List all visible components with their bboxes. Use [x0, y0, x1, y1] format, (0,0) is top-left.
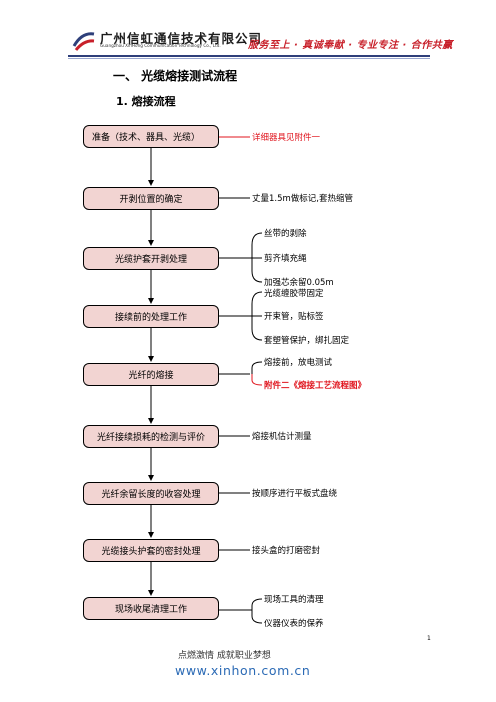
note-pre-1: 光缆缠胶带固定: [264, 289, 324, 299]
flow-step-enclosure-seal: 光缆接头护套的密封处理: [83, 539, 219, 562]
flow-step-cleanup: 现场收尾清理工作: [83, 597, 219, 620]
flow-step-strip-position: 开剥位置的确定: [83, 187, 219, 210]
section-subheading: 1. 熔接流程: [116, 95, 176, 108]
header-rule-thin: [68, 58, 430, 59]
note-seal: 接头盒的打磨密封: [252, 546, 321, 556]
header-rule: [68, 55, 430, 57]
flow-step-fusion-splice: 光纤的熔接: [83, 363, 219, 386]
note-strip-position: 丈量1.5m做标记,套热缩管: [252, 194, 354, 204]
note-pre-3: 套塑管保护，绑扎固定: [264, 336, 350, 346]
note-splice-2: 附件二《熔接工艺流程图》: [264, 381, 367, 391]
flow-step-pre-splice: 接续前的处理工作: [83, 305, 219, 328]
note-loss: 熔接机估计测量: [252, 432, 312, 442]
footer-url-link[interactable]: www.xinhon.com.cn: [175, 663, 311, 678]
section-heading: 一、 光缆熔接测试流程: [113, 69, 238, 83]
flow-step-fiber-storage: 光纤余留长度的收容处理: [83, 482, 219, 505]
flow-step-prepare: 准备（技术、器具、光缆）: [83, 125, 219, 148]
note-pre-2: 开束管，贴标签: [264, 312, 324, 322]
flow-step-loss-test: 光纤接续损耗的检测与评价: [83, 425, 219, 448]
company-slogan: 服务至上 · 真诚奉献 · 专业专注 · 合作共赢: [248, 40, 453, 51]
note-sheath-3: 加强芯余留0.05m: [264, 278, 334, 288]
flow-step-sheath-strip: 光缆护套开剥处理: [83, 247, 219, 270]
footer-motto: 点燃激情 成就职业梦想: [178, 651, 271, 661]
note-sheath-1: 丝带的剥除: [264, 229, 307, 239]
company-name-cn: 广州信虹通信技术有限公司: [100, 31, 263, 46]
note-splice-1: 熔接前，放电测试: [264, 358, 333, 368]
note-cleanup-2: 仪器仪表的保养: [264, 619, 324, 629]
note-cleanup-1: 现场工具的清理: [264, 595, 324, 605]
note-storage: 按顺序进行平板式盘绕: [252, 489, 338, 499]
note-prepare: 详细器具见附件一: [252, 133, 321, 143]
note-sheath-2: 剪齐填充绳: [264, 254, 307, 264]
company-name-en: Guangzhou XinHong Communication Technolo…: [100, 43, 221, 48]
company-logo-icon: [72, 32, 95, 51]
page-number: 1: [427, 635, 431, 642]
